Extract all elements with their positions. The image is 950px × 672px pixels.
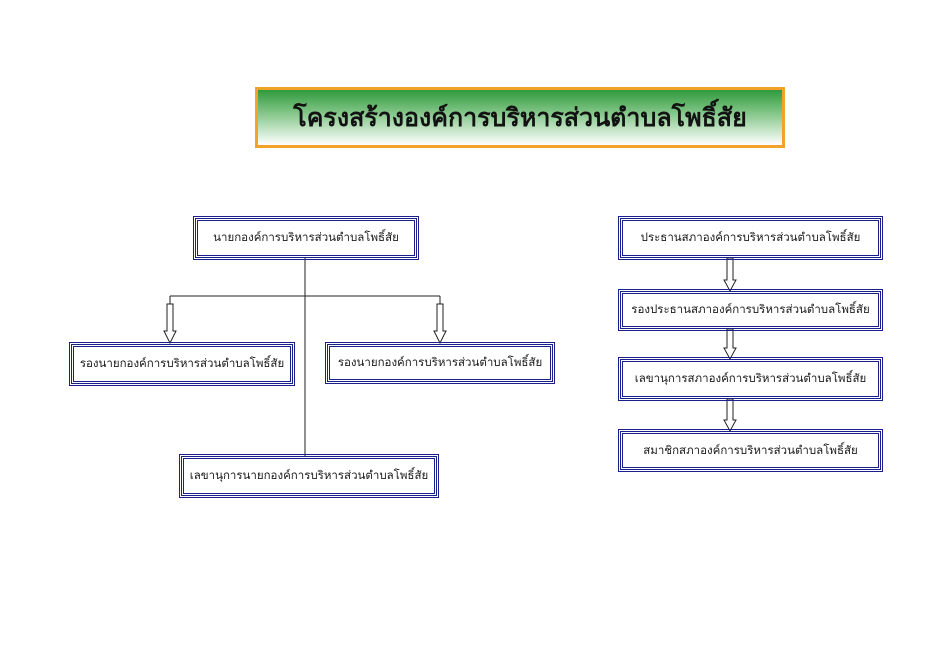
org-chart-title: โครงสร้างองค์การบริหารส่วนตำบลโพธิ์สัย — [293, 102, 747, 132]
node-council-members: สมาชิกสภาองค์การบริหารส่วนตำบลโพธิ์สัย — [618, 429, 883, 472]
node-council-secretary: เลขานุการสภาองค์การบริหารส่วนตำบลโพธิ์สั… — [618, 357, 883, 401]
arrow-to-deputy-right — [433, 303, 447, 345]
arrow-president-to-vice — [723, 257, 737, 293]
arrow-vice-to-secretary — [723, 328, 737, 361]
node-executive-deputy-right: รองนายกองค์การบริหารส่วนตำบลโพธิ์สัย — [325, 342, 555, 384]
node-council-vice-president: รองประธานสภาองค์การบริหารส่วนตำบลโพธิ์สั… — [618, 289, 883, 331]
node-executive-secretary: เลขานุการนายกองค์การบริหารส่วนตำบลโพธิ์ส… — [179, 454, 439, 498]
node-executive-head: นายกองค์การบริหารส่วนตำบลโพธิ์สัย — [193, 216, 419, 260]
org-chart-title-box: โครงสร้างองค์การบริหารส่วนตำบลโพธิ์สัย — [255, 87, 785, 148]
node-council-president: ประธานสภาองค์การบริหารส่วนตำบลโพธิ์สัย — [618, 216, 883, 260]
arrow-to-deputy-left — [163, 303, 177, 345]
node-executive-deputy-left: รองนายกองค์การบริหารส่วนตำบลโพธิ์สัย — [69, 342, 295, 386]
arrow-secretary-to-members — [723, 398, 737, 433]
